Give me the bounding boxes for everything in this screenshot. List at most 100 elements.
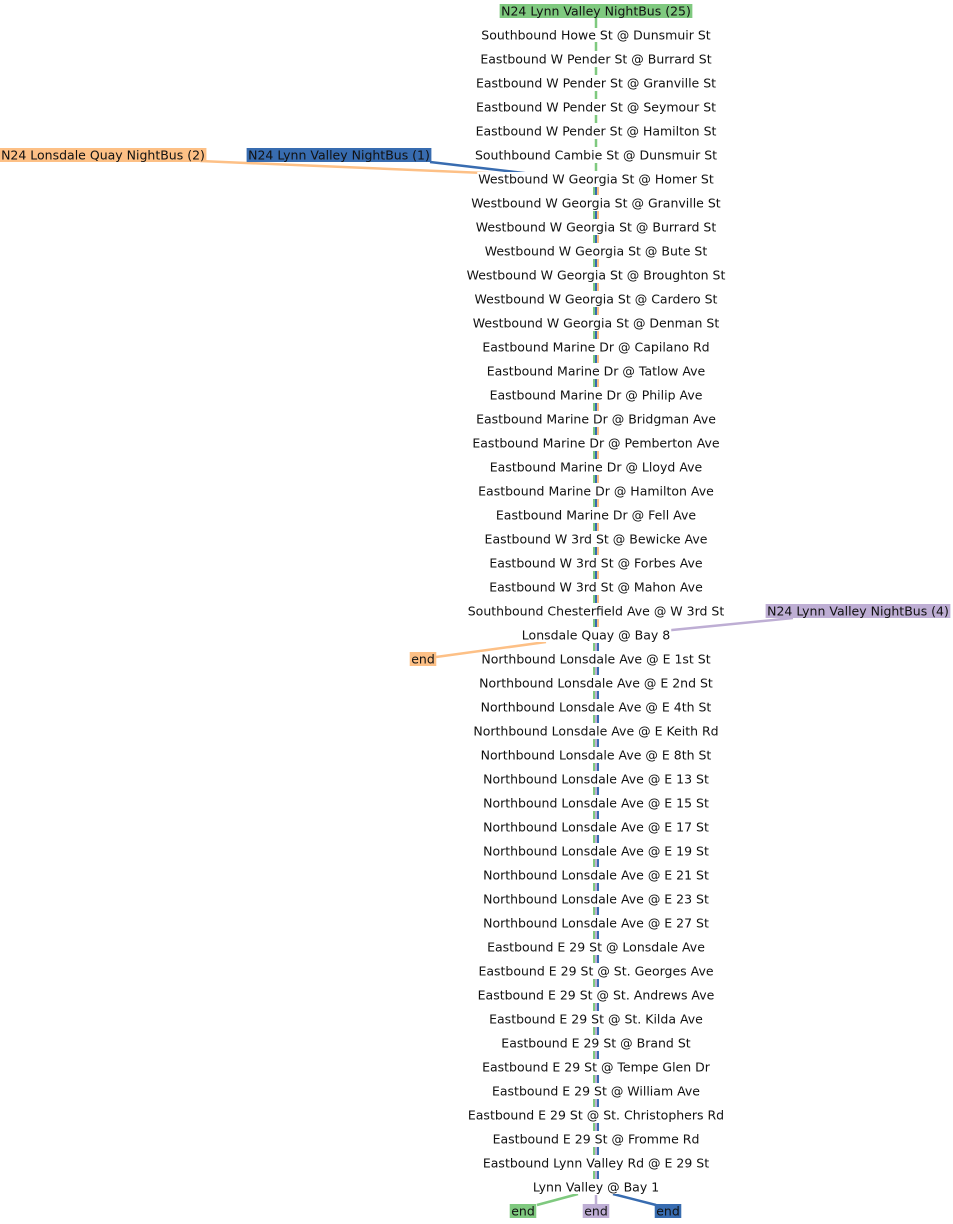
stop-label-6: Westbound W Georgia St @ Homer St (477, 172, 715, 187)
edge-segment-20 (593, 523, 599, 531)
route-label-2: N24 Lonsdale Quay NightBus (2) (0, 148, 207, 163)
end-label-r1-bg (654, 1204, 682, 1218)
edge-segment-36 (593, 907, 599, 915)
stop-label-text: Eastbound Marine Dr @ Pemberton Ave (472, 436, 720, 451)
end-label-r4-bg (582, 1204, 610, 1218)
stop-label-20: Eastbound Marine Dr @ Fell Ave (494, 508, 698, 523)
stop-label-10: Westbound W Georgia St @ Broughton St (465, 268, 727, 283)
stop-label-bg (476, 988, 716, 1002)
stop-label-23: Eastbound W 3rd St @ Mahon Ave (488, 580, 705, 595)
stop-label-11: Westbound W Georgia St @ Cardero St (473, 292, 719, 307)
stop-label-text: Westbound W Georgia St @ Cardero St (475, 292, 718, 307)
stop-label-36: Northbound Lonsdale Ave @ E 23 St (482, 892, 710, 907)
stop-label-bg (474, 100, 718, 114)
edge-segment-19 (593, 499, 599, 507)
stop-label-text: Northbound Lonsdale Ave @ E 19 St (483, 844, 709, 859)
stop-label-bg (482, 868, 710, 882)
stop-label-bg (479, 748, 713, 762)
stop-label-31: Northbound Lonsdale Ave @ E 13 St (482, 772, 710, 787)
stop-label-47: Eastbound Lynn Valley Rd @ E 29 St (481, 1156, 711, 1171)
stop-label-text: Eastbound W Pender St @ Seymour St (476, 100, 716, 115)
stop-label-text: Lonsdale Quay @ Bay 8 (522, 628, 670, 643)
route-label-1: N24 Lynn Valley NightBus (1) (246, 148, 432, 163)
stop-label-text: Northbound Lonsdale Ave @ E Keith Rd (473, 724, 718, 739)
stop-label-text: Eastbound Marine Dr @ Tatlow Ave (487, 364, 706, 379)
stop-label-text: Westbound W Georgia St @ Denman St (473, 316, 720, 331)
route-label-4-text: N24 Lynn Valley NightBus (4) (767, 604, 949, 619)
stop-labels: Southbound Howe St @ Dunsmuir St Eastboun… (465, 28, 727, 1195)
stop-label-text: Westbound W Georgia St @ Granville St (471, 196, 720, 211)
stop-label-bg (466, 604, 726, 618)
edge-segment-41 (593, 1027, 599, 1035)
stop-label-text: Eastbound E 29 St @ Lonsdale Ave (487, 940, 705, 955)
end-label-r4-text: end (584, 1204, 608, 1219)
stop-label-bg (472, 724, 720, 738)
stop-label-text: Eastbound W Pender St @ Burrard St (480, 52, 711, 67)
stop-label-43: Eastbound E 29 St @ Tempe Glen Dr (481, 1060, 712, 1075)
edge-segment-10 (593, 283, 599, 291)
stop-label-5: Southbound Cambie St @ Dunsmuir St (473, 148, 719, 163)
route-label-4: N24 Lynn Valley NightBus (4) (765, 604, 951, 619)
stop-label-9: Westbound W Georgia St @ Bute St (483, 244, 709, 259)
stop-label-bg (482, 892, 710, 906)
stop-label-27: Northbound Lonsdale Ave @ E 2nd St (478, 676, 714, 691)
stop-label-0: Southbound Howe St @ Dunsmuir St (480, 28, 712, 43)
edge-segment-27 (593, 691, 599, 699)
stop-label-bg (477, 172, 715, 186)
edge-segment-32 (593, 811, 599, 819)
edge-r25-end (536, 1192, 579, 1207)
stop-label-bg (470, 196, 722, 210)
edge-segment-46 (593, 1147, 599, 1155)
stop-label-text: Northbound Lonsdale Ave @ E 23 St (483, 892, 709, 907)
stop-label-text: Westbound W Georgia St @ Homer St (478, 172, 714, 187)
stop-label-38: Eastbound E 29 St @ Lonsdale Ave (486, 940, 707, 955)
stop-label-bg (490, 1084, 702, 1098)
edge-segment-11 (593, 307, 599, 315)
stop-label-bg (477, 484, 716, 498)
stop-label-text: Westbound W Georgia St @ Broughton St (467, 268, 726, 283)
edge-segment-31 (593, 787, 599, 795)
route-label-1-bg (246, 148, 432, 162)
stop-label-text: Eastbound Marine Dr @ Hamilton Ave (478, 484, 714, 499)
stop-label-18: Eastbound Marine Dr @ Lloyd Ave (488, 460, 704, 475)
stop-label-bg (471, 316, 721, 330)
stop-label-25: Lonsdale Quay @ Bay 8 (520, 628, 672, 643)
edge-segment-33 (593, 835, 599, 843)
stop-label-text: Eastbound Lynn Valley Rd @ E 29 St (483, 1156, 709, 1171)
stop-label-bg (479, 700, 713, 714)
stop-label-bg (488, 556, 704, 570)
stop-label-22: Eastbound W 3rd St @ Forbes Ave (488, 556, 704, 571)
stop-label-text: Eastbound Marine Dr @ Philip Ave (490, 388, 703, 403)
stop-label-text: Eastbound E 29 St @ St. Kilda Ave (489, 1012, 703, 1027)
route-label-25-bg (499, 4, 693, 18)
stop-label-bg (480, 28, 712, 42)
edge-segment-44 (593, 1099, 599, 1107)
stop-label-bg (488, 580, 705, 594)
stop-label-text: Southbound Chesterfield Ave @ W 3rd St (468, 604, 725, 619)
stop-label-30: Northbound Lonsdale Ave @ E 8th St (479, 748, 713, 763)
stop-label-text: Northbound Lonsdale Ave @ E 8th St (481, 748, 712, 763)
stop-label-bg (481, 1060, 712, 1074)
stop-label-39: Eastbound E 29 St @ St. Georges Ave (477, 964, 715, 979)
stop-label-19: Eastbound Marine Dr @ Hamilton Ave (477, 484, 716, 499)
edge-segment-8 (593, 235, 599, 243)
stop-label-8: Westbound W Georgia St @ Burrard St (474, 220, 718, 235)
stop-label-text: Northbound Lonsdale Ave @ E 17 St (483, 820, 709, 835)
stop-label-bg (473, 148, 719, 162)
stop-label-24: Southbound Chesterfield Ave @ W 3rd St (466, 604, 726, 619)
stop-label-bg (500, 1036, 692, 1050)
stop-label-bg (477, 964, 715, 978)
end-label-r2-text: end (411, 652, 435, 667)
stop-label-text: Northbound Lonsdale Ave @ E 1st St (481, 652, 710, 667)
stop-label-bg (465, 268, 727, 282)
edge-segment-14 (593, 379, 599, 387)
stop-label-4: Eastbound W Pender St @ Hamilton St (474, 124, 718, 139)
edge-segment-22 (593, 571, 599, 579)
edge-segment-26 (593, 667, 599, 675)
stop-label-48: Lynn Valley @ Bay 1 (531, 1180, 661, 1195)
end-label-r1: end (654, 1204, 682, 1219)
stop-label-29: Northbound Lonsdale Ave @ E Keith Rd (472, 724, 720, 739)
stop-label-bg (466, 1108, 726, 1122)
stop-label-44: Eastbound E 29 St @ William Ave (490, 1084, 702, 1099)
